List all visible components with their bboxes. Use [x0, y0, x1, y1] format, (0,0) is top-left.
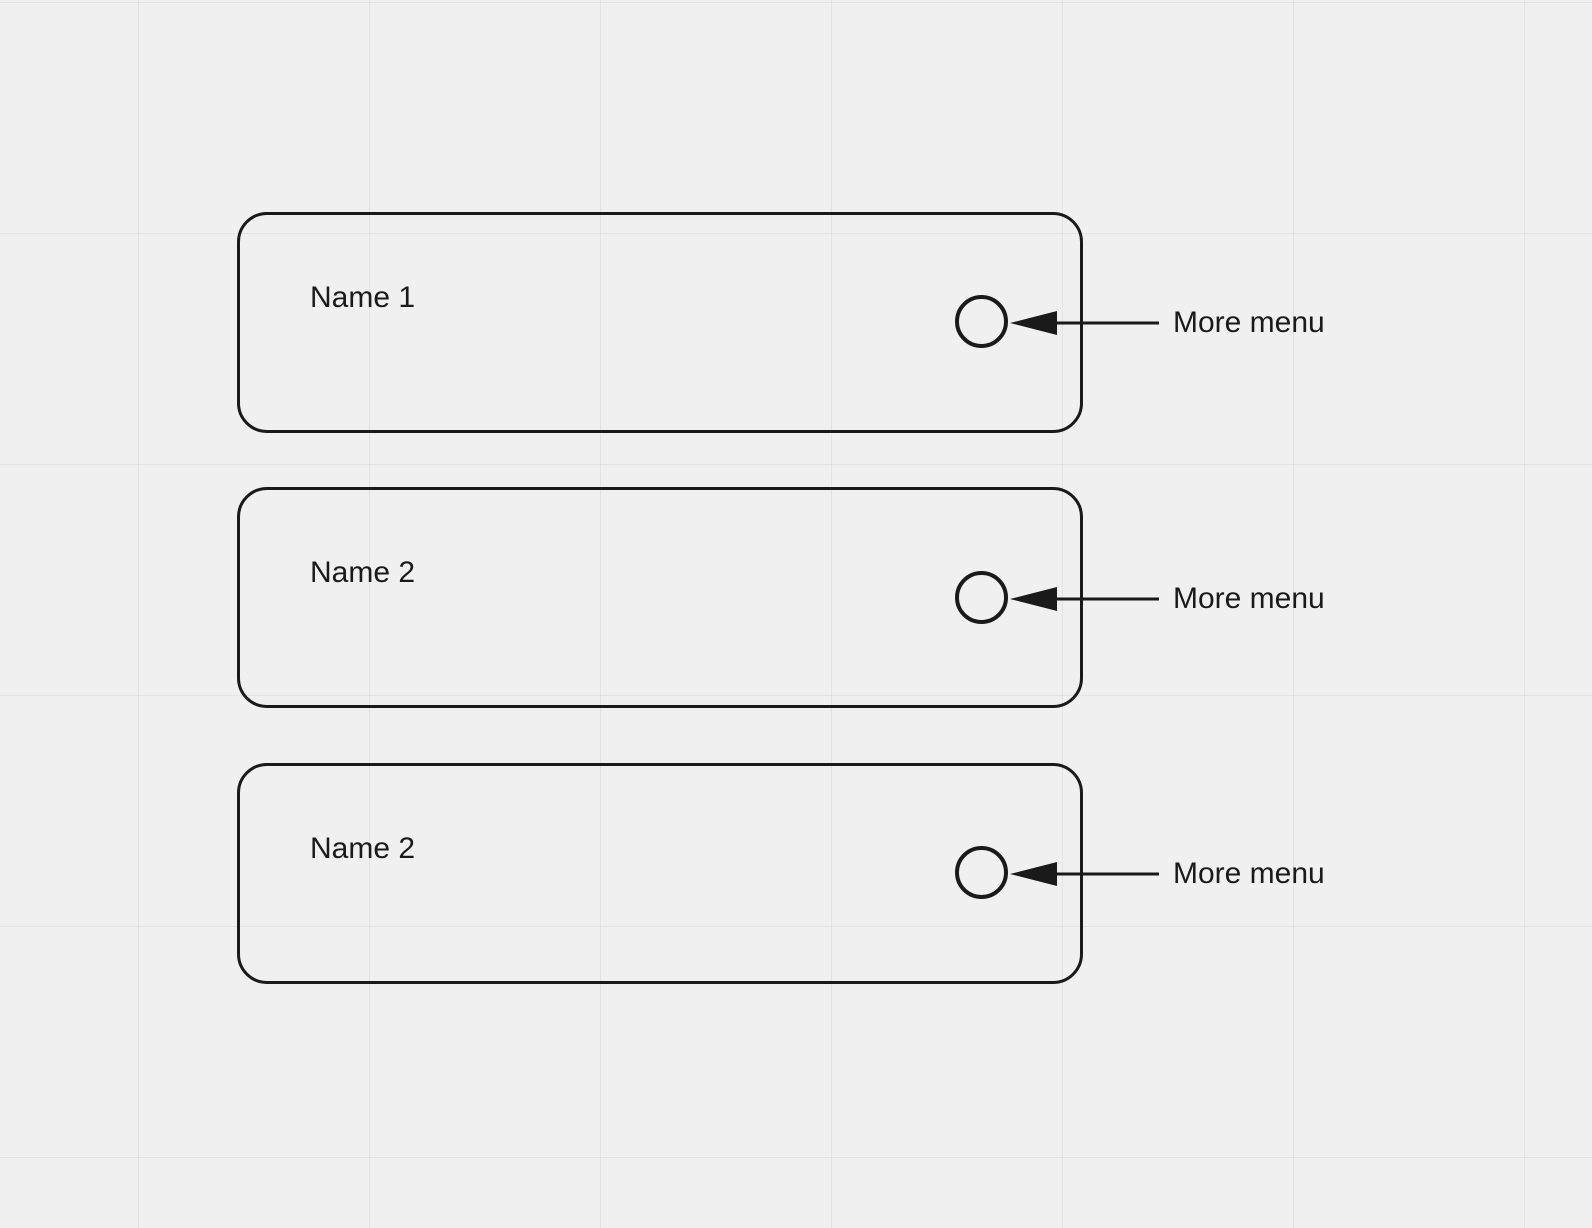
- more-menu-circle-icon[interactable]: [955, 295, 1008, 348]
- card-label: Name 1: [310, 281, 416, 314]
- more-menu-circle-icon[interactable]: [955, 571, 1008, 624]
- annotation-label: More menu: [1173, 582, 1325, 615]
- card-label: Name 2: [310, 832, 416, 865]
- annotation-label: More menu: [1173, 306, 1325, 339]
- more-menu-circle-icon[interactable]: [955, 846, 1008, 899]
- card-label: Name 2: [310, 556, 416, 589]
- annotation-label: More menu: [1173, 857, 1325, 890]
